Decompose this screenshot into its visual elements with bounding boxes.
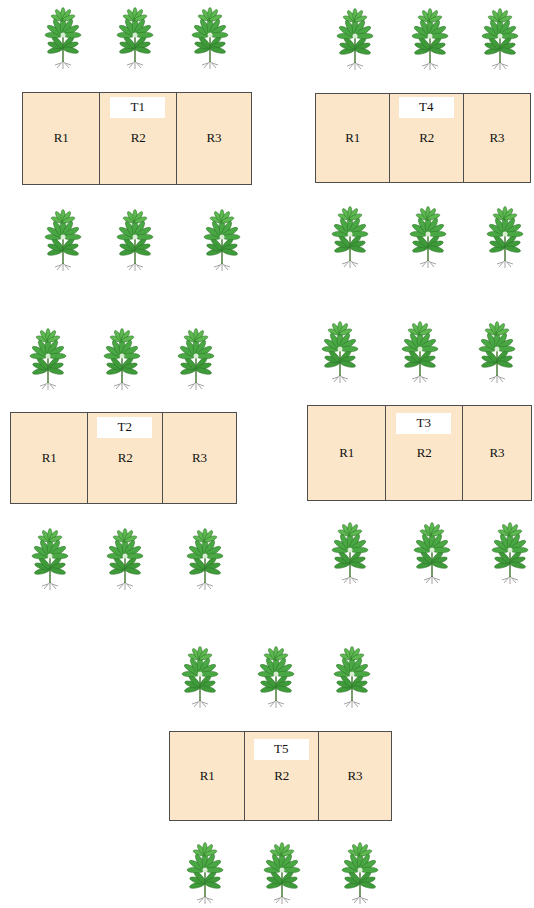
plot-cell: R3 [176, 92, 252, 185]
treatment-label: T1 [110, 97, 165, 118]
replicate-name: R1 [54, 131, 69, 145]
treatment-name: T3 [417, 416, 431, 430]
replicate-name: R3 [347, 769, 362, 783]
replicate-name: R3 [206, 131, 221, 145]
replicate-name: R1 [345, 131, 360, 145]
plot-cell: R2 T1 [99, 92, 178, 185]
replicate-name: R2 [118, 451, 133, 465]
plot-cell: R3 [463, 93, 531, 183]
plot-cell: R1 [307, 405, 387, 501]
plot-cell: R2 T3 [385, 405, 464, 501]
replicate-name: R2 [419, 131, 434, 145]
plot-cell: R2 T2 [87, 412, 164, 504]
plot-cell: R2 T4 [389, 93, 465, 183]
treatment-name: T1 [131, 100, 145, 114]
replicate-name: R3 [489, 446, 504, 460]
plot-cell: R1 [169, 731, 246, 821]
treatment-name: T4 [419, 100, 433, 114]
plot-cell: R1 [315, 93, 391, 183]
plot-cell: R2 T5 [244, 731, 320, 821]
replicate-name: R2 [131, 131, 146, 145]
treatment-label: T2 [97, 417, 152, 438]
treatment-name: T5 [274, 742, 288, 756]
plot-cell: R1 [10, 412, 89, 504]
replicate-name: R1 [42, 451, 57, 465]
plot-cell: R3 [462, 405, 532, 501]
treatment-label: T3 [396, 413, 451, 434]
treatment-label: T4 [399, 97, 454, 118]
replicate-name: R2 [417, 446, 432, 460]
plot-cell: R1 [22, 92, 101, 185]
treatment-label: T5 [254, 739, 309, 760]
replicate-name: R3 [489, 131, 504, 145]
replicate-name: R1 [200, 769, 215, 783]
plot-cell: R3 [318, 731, 392, 821]
replicate-name: R3 [192, 451, 207, 465]
replicate-name: R1 [339, 446, 354, 460]
replicate-name: R2 [274, 769, 289, 783]
treatment-name: T2 [118, 420, 132, 434]
plot-cell: R3 [162, 412, 237, 504]
